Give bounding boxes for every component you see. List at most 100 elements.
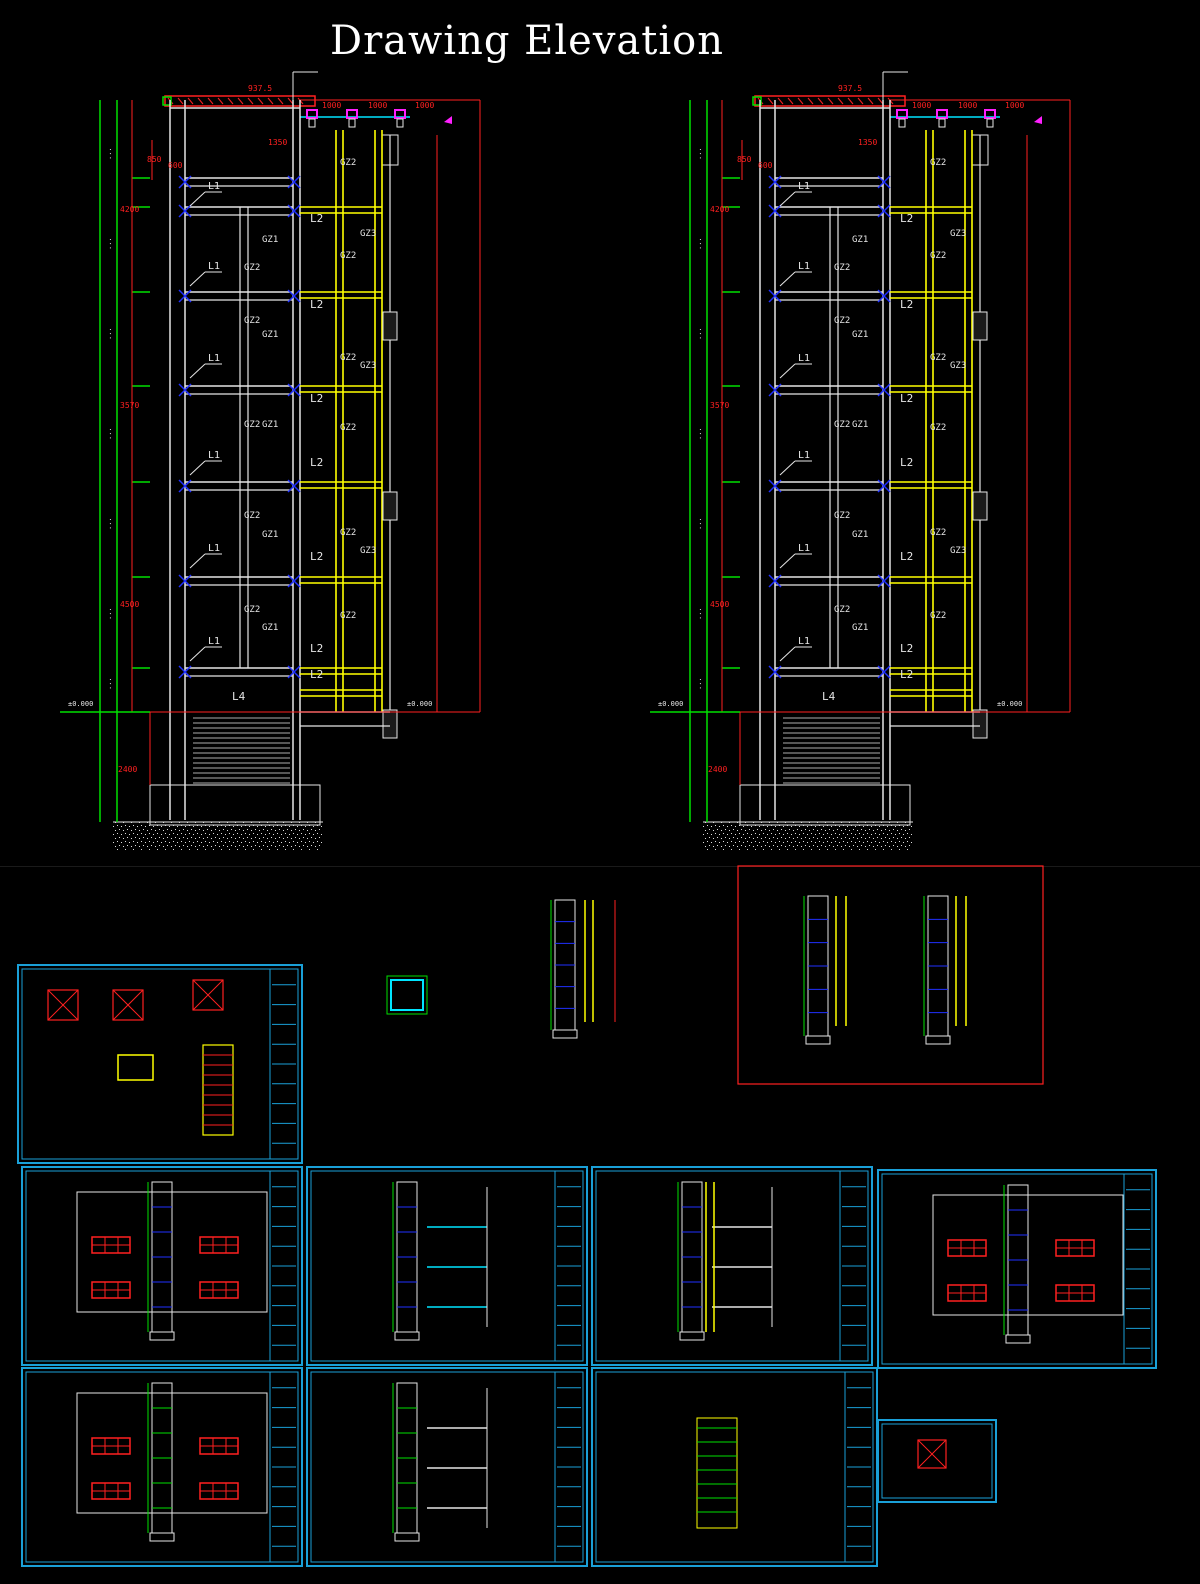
joint-icon [768, 289, 782, 303]
sheet-inner-frame [25, 1170, 299, 1362]
member-label-gz3: GZ3 [950, 361, 966, 371]
joint-icon [178, 289, 192, 303]
dim-vertical: ··· [697, 677, 705, 690]
mini-base [1005, 1334, 1031, 1344]
plan-box [917, 1439, 947, 1469]
truss-member [807, 97, 814, 105]
member-label-gz2: GZ2 [244, 263, 260, 273]
hook-icon [1034, 116, 1042, 124]
member-label-gz1: GZ1 [262, 623, 278, 633]
sheet-thumbnail-facade[interactable] [21, 1166, 303, 1366]
member-label-gz1: GZ1 [262, 235, 278, 245]
sheet-thumbnail-details[interactable] [17, 964, 303, 1164]
truss-member [257, 97, 264, 105]
member-label-gz1: GZ1 [852, 623, 868, 633]
sheet-thumbnail-facade[interactable] [877, 1169, 1157, 1369]
member-label-l2: L2 [310, 668, 323, 681]
member-label-gz3: GZ3 [360, 546, 376, 556]
joint-icon [768, 665, 782, 679]
hanger-icon [394, 109, 406, 119]
leader [779, 363, 796, 379]
member-label-l2: L2 [900, 212, 913, 225]
dim-eave: 850 [737, 155, 752, 164]
member-label-l1: L1 [798, 450, 810, 461]
member-label-gz3: GZ3 [950, 229, 966, 239]
dim-top: 937.5 [838, 84, 862, 93]
sheet-frame [21, 1367, 303, 1567]
sheet-frame [591, 1367, 878, 1567]
sheet-thumbnail-facade-green[interactable] [21, 1367, 303, 1567]
detail-cross [112, 989, 144, 1021]
sheet-frame [17, 964, 303, 1164]
member-label-gz1: GZ1 [262, 530, 278, 540]
detail-box [112, 989, 144, 1021]
concrete-block [382, 311, 398, 341]
tower-frame [696, 1417, 738, 1529]
hanger [986, 118, 994, 128]
joint-icon [287, 204, 301, 218]
dim-span: 1000 [958, 101, 977, 110]
sheet-thumbnail-plan[interactable] [386, 975, 428, 1015]
sheet-thumbnail-section-green[interactable] [306, 1367, 588, 1567]
joint-icon [768, 574, 782, 588]
member-label-gz2: GZ2 [834, 263, 850, 273]
joint-icon [877, 383, 891, 397]
dim-pit: 2400 [118, 765, 137, 774]
member-label-gz2: GZ2 [340, 528, 356, 538]
truss-member [767, 97, 774, 105]
hanger [898, 118, 906, 128]
sheet-inner-frame [25, 1371, 299, 1563]
member-label-l1: L1 [798, 181, 810, 192]
joint-icon [877, 574, 891, 588]
member-label-l2: L2 [310, 550, 323, 563]
detail-cross [192, 979, 224, 1011]
divider [0, 866, 1200, 867]
truss-member [237, 97, 244, 105]
roof-edge-marker [162, 96, 172, 106]
sheet-thumbnail-section-cyan[interactable] [306, 1166, 588, 1366]
joint-icon [287, 383, 301, 397]
plan-outline [386, 975, 428, 1015]
dim-mid: 3570 [120, 401, 139, 410]
dim-vertical: ··· [697, 607, 705, 620]
member-label-l1: L1 [208, 636, 220, 647]
member-label-l4: L4 [822, 690, 836, 703]
member-label-gz2: GZ2 [244, 316, 260, 326]
member-label-l2: L2 [310, 642, 323, 655]
sheet-inner-frame [310, 1170, 584, 1362]
truss-member [197, 97, 204, 105]
sheet-thumbnail-section-yellow[interactable] [591, 1166, 873, 1366]
member-label-gz2: GZ2 [244, 605, 260, 615]
dim-span: 1000 [368, 101, 387, 110]
hanger-icon [936, 109, 948, 119]
member-label-l2: L2 [310, 456, 323, 469]
hanger [348, 118, 356, 128]
member-label-gz1: GZ1 [852, 420, 868, 430]
sheet-frame [21, 1166, 303, 1366]
roof-truss [754, 95, 906, 107]
member-label-gz2: GZ2 [834, 605, 850, 615]
member-label-l1: L1 [798, 353, 810, 364]
dim-mid: 3570 [710, 401, 729, 410]
member-label-gz2: GZ2 [244, 511, 260, 521]
hanger-icon [306, 109, 318, 119]
sheet-thumbnail-frame-pair[interactable] [737, 865, 1044, 1085]
sheet-thumbnail-small-plan[interactable] [877, 1419, 997, 1503]
member-label-l1: L1 [208, 353, 220, 364]
member-label-gz2: GZ2 [834, 316, 850, 326]
dim-span: 1000 [1005, 101, 1024, 110]
joint-icon [178, 574, 192, 588]
concrete-block [972, 311, 988, 341]
leader [779, 271, 796, 287]
level-base: ±0.000 [658, 700, 683, 708]
member-label-l2: L2 [310, 298, 323, 311]
joint-icon [877, 665, 891, 679]
member-label-gz2: GZ2 [340, 611, 356, 621]
sheet-thumbnail-section[interactable] [550, 899, 616, 1039]
joint-icon [877, 204, 891, 218]
sheet-thumbnail-tower[interactable] [591, 1367, 878, 1567]
member-label-gz1: GZ1 [262, 420, 278, 430]
sheet-frame [737, 865, 1044, 1085]
leader [189, 363, 206, 379]
mini-base [149, 1331, 175, 1341]
